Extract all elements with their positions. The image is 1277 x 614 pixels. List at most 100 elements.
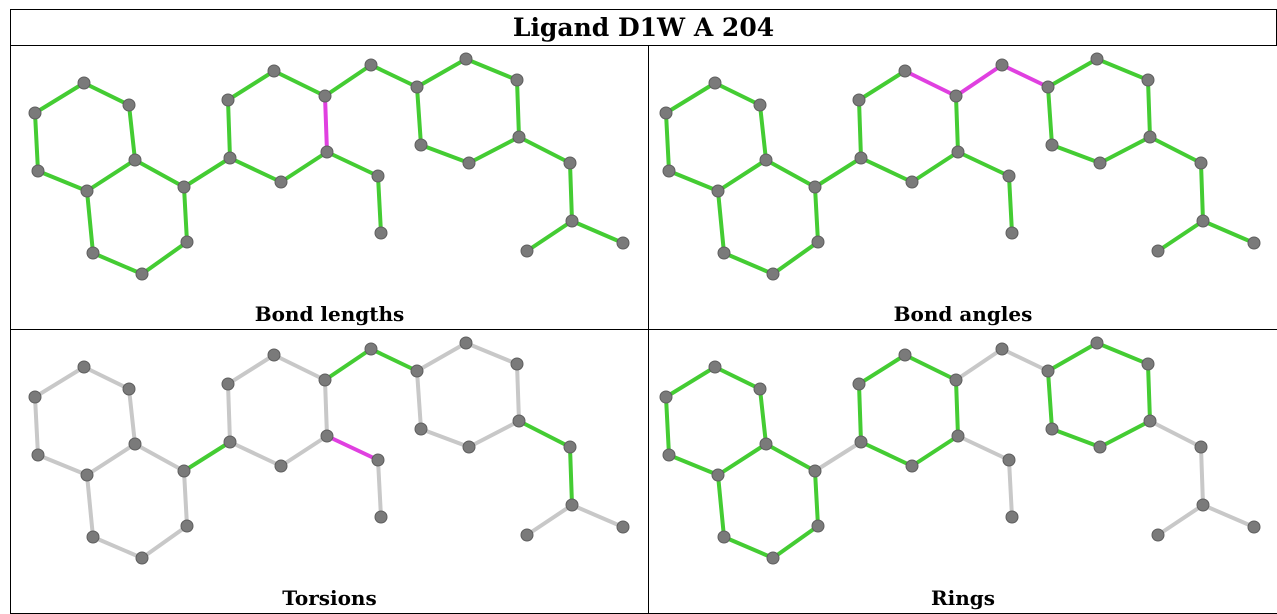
atom xyxy=(662,448,676,462)
bond xyxy=(859,156,914,184)
atom xyxy=(759,153,773,167)
atom xyxy=(512,414,526,428)
bond xyxy=(1095,57,1150,82)
atom xyxy=(717,530,731,544)
bond xyxy=(323,347,373,382)
bond xyxy=(376,174,383,235)
bond xyxy=(722,251,775,276)
atom xyxy=(221,93,235,107)
atom xyxy=(852,93,866,107)
atom xyxy=(766,551,780,565)
atom xyxy=(77,76,91,90)
atom xyxy=(135,267,149,281)
bond xyxy=(325,150,380,178)
atom xyxy=(1002,169,1016,183)
bond xyxy=(1148,135,1203,165)
atom xyxy=(1045,138,1059,152)
bond xyxy=(415,85,423,147)
bond xyxy=(716,158,768,193)
atom xyxy=(854,151,868,165)
bond xyxy=(182,156,232,189)
atom xyxy=(462,156,476,170)
bond xyxy=(857,98,863,160)
bond xyxy=(226,98,232,160)
bond xyxy=(85,473,95,539)
atom xyxy=(708,360,722,374)
atom xyxy=(565,498,579,512)
bond xyxy=(1046,341,1099,373)
bond xyxy=(133,442,186,473)
bond xyxy=(1050,427,1102,449)
molecule-rings xyxy=(659,336,1261,565)
bond xyxy=(1007,174,1014,235)
atom xyxy=(520,244,534,258)
atom xyxy=(31,164,45,178)
atom xyxy=(1247,520,1261,534)
atom xyxy=(616,520,630,534)
atom xyxy=(854,435,868,449)
atom xyxy=(410,80,424,94)
bond xyxy=(758,387,768,446)
bond xyxy=(525,503,574,537)
atom xyxy=(180,519,194,533)
bond xyxy=(713,81,762,107)
bond xyxy=(127,103,137,162)
atom xyxy=(1194,440,1208,454)
bond xyxy=(369,63,419,89)
bond xyxy=(1046,57,1099,89)
border-row-divider xyxy=(10,329,1277,330)
atom xyxy=(318,89,332,103)
bond xyxy=(1000,63,1050,89)
bond xyxy=(1201,219,1256,245)
atom xyxy=(520,528,534,542)
bond xyxy=(1199,161,1205,223)
bond xyxy=(771,240,820,276)
bond xyxy=(226,382,232,444)
figure-title: Ligand D1W A 204 xyxy=(10,9,1277,45)
atom xyxy=(223,435,237,449)
atom xyxy=(1005,510,1019,524)
bond xyxy=(1000,347,1050,373)
bond xyxy=(1046,369,1054,431)
atom xyxy=(374,510,388,524)
panel-caption: Bond lengths xyxy=(254,302,405,326)
bond xyxy=(859,440,914,468)
bond xyxy=(33,395,40,457)
bond xyxy=(419,143,471,165)
molecule-bond-lengths xyxy=(28,52,630,281)
panel-bond-angles: Bond angles xyxy=(649,46,1277,329)
atom xyxy=(1151,528,1165,542)
bond xyxy=(857,353,907,386)
bond xyxy=(1095,341,1150,366)
atom xyxy=(31,448,45,462)
bond xyxy=(910,150,960,184)
bond xyxy=(323,94,329,154)
atom xyxy=(177,180,191,194)
bond xyxy=(279,434,329,468)
atom xyxy=(221,377,235,391)
atom xyxy=(949,89,963,103)
bond xyxy=(467,419,521,449)
atom xyxy=(459,336,473,350)
atom xyxy=(563,156,577,170)
atom xyxy=(898,348,912,362)
atom xyxy=(318,373,332,387)
atom xyxy=(1141,73,1155,87)
atom xyxy=(1196,214,1210,228)
bond xyxy=(272,69,327,98)
atom xyxy=(374,226,388,240)
bond xyxy=(1146,362,1152,423)
bond xyxy=(813,440,863,473)
atom xyxy=(811,519,825,533)
bond xyxy=(713,365,762,391)
atom xyxy=(1093,440,1107,454)
atom xyxy=(766,267,780,281)
bond xyxy=(415,57,468,89)
bond xyxy=(1146,78,1152,139)
atom xyxy=(1093,156,1107,170)
atom xyxy=(1045,422,1059,436)
bond xyxy=(956,150,1011,178)
bond xyxy=(91,251,144,276)
atom xyxy=(122,98,136,112)
bond xyxy=(1156,219,1205,253)
